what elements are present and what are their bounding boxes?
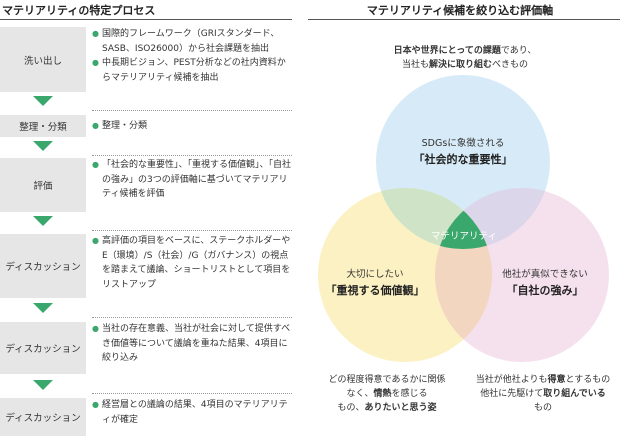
values-label: 大切にしたい 「重視する価値観」 xyxy=(325,269,425,297)
overlap-materiality xyxy=(435,188,492,249)
top-caption: 日本や世界にとっての課題であり、 当社も解決に取り組むべきもの xyxy=(393,46,537,70)
step-item: ●経営層との議論の結果、4項目のマテリアリティが確定 xyxy=(92,400,288,425)
strengths-label: 他社が真似できない 「自社の強み」 xyxy=(502,269,588,297)
process-step-2: 整理・分類 ●整理・分類 xyxy=(0,115,292,137)
down-arrow-icon xyxy=(33,380,53,390)
step-item: ●当社の存在意義、当社が社会に対して提供すべき価値等について議論を重ねた結果、4… xyxy=(92,324,291,363)
process-step-1: 洗い出し ●国際的フレームワーク（GRIスタンダード、SASB、ISO26000… xyxy=(0,27,292,92)
social-importance-label: SDGsに象徴される 「社会的な重要性」 xyxy=(413,138,513,166)
process-step-5: ディスカッション ●当社の存在意義、当社が社会に対して提供すべき価値等について議… xyxy=(0,322,292,374)
step-label: ディスカッション xyxy=(0,398,86,436)
process-step-4: ディスカッション ●高評価の項目をベースに、ステークホルダーやE（環境）/S（社… xyxy=(0,234,292,298)
process-step-6: ディスカッション ●経営層との議論の結果、4項目のマテリアリティが確定 xyxy=(0,398,292,436)
step-label: ディスカッション xyxy=(0,322,86,374)
step-item: ●整理・分類 xyxy=(92,115,292,137)
divider xyxy=(92,230,292,231)
step-item: ●「社会的な重要性」、「重視する価値観」、「自社の強み」の3つの評価軸に基づいて… xyxy=(92,160,291,199)
bullet-icon: ● xyxy=(92,324,99,333)
bullet-icon: ● xyxy=(92,29,99,38)
step-label: 評価 xyxy=(0,158,86,212)
title-divider xyxy=(0,19,292,20)
materiality-label: マテリアリティ xyxy=(431,231,497,242)
bullet-icon: ● xyxy=(92,58,99,67)
step-item: ●国際的フレームワーク（GRIスタンダード、SASB、ISO26000）から社会… xyxy=(92,29,280,54)
bullet-icon: ● xyxy=(92,121,99,130)
step-item: ●中長期ビジョン、PEST分析などの社内資料からマテリアリティ候補を抽出 xyxy=(92,58,286,83)
divider xyxy=(92,155,292,156)
bottom-left-caption: どの程度得意であるかに関係 なく、情熱を感じる もの、ありたいと思う姿 xyxy=(328,375,446,413)
down-arrow-icon xyxy=(33,96,53,106)
down-arrow-icon xyxy=(33,303,53,313)
step-item: ●高評価の項目をベースに、ステークホルダーやE（環境）/S（社会）/G（ガバナン… xyxy=(92,236,291,290)
step-label: ディスカッション xyxy=(0,234,86,298)
down-arrow-icon xyxy=(33,141,53,151)
step-label: 整理・分類 xyxy=(0,115,86,137)
divider xyxy=(92,110,292,111)
process-title: マテリアリティの特定プロセス xyxy=(2,4,156,17)
process-step-3: 評価 ●「社会的な重要性」、「重視する価値観」、「自社の強み」の3つの評価軸に基… xyxy=(0,158,292,212)
bullet-icon: ● xyxy=(92,400,99,409)
bottom-right-caption: 当社が他社よりも得意とするもの 他社に先駆けて取り組んでいる もの xyxy=(475,375,611,413)
step-label: 洗い出し xyxy=(0,27,86,92)
divider xyxy=(92,393,292,394)
divider xyxy=(92,317,292,318)
title-divider xyxy=(308,19,620,20)
down-arrow-icon xyxy=(33,216,53,226)
bullet-icon: ● xyxy=(92,236,99,245)
evaluation-axes-title: マテリアリティ候補を絞り込む評価軸 xyxy=(366,4,554,17)
bullet-icon: ● xyxy=(92,160,99,169)
